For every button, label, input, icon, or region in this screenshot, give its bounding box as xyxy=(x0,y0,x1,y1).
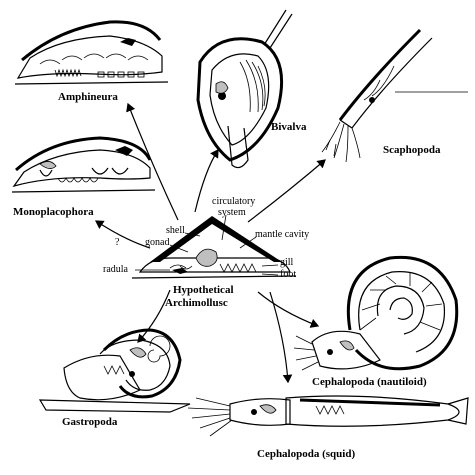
arrow-to-squid xyxy=(269,291,293,384)
label-shell: shell xyxy=(166,225,185,236)
archimollusc-leaders xyxy=(135,214,279,276)
arrow-to-nautiloid xyxy=(257,291,320,328)
label-cephalopoda-nautiloid: Cephalopoda (nautiloid) xyxy=(312,376,427,388)
label-gastropoda: Gastropoda xyxy=(62,416,118,428)
label-bivalva: Bivalva xyxy=(271,121,307,133)
label-gill: gill xyxy=(280,257,294,268)
label-circulatory-2: system xyxy=(218,207,246,218)
amphineura-drawing xyxy=(14,20,169,85)
label-amphineura: Amphineura xyxy=(58,91,118,103)
arrow-to-monoplacophora xyxy=(94,220,151,249)
label-foot: foot xyxy=(280,269,296,280)
arrow-to-bivalva xyxy=(194,148,219,213)
label-hypothetical: Hypothetical xyxy=(173,284,234,296)
label-scaphopoda: Scaphopoda xyxy=(383,144,441,156)
nautiloid-drawing xyxy=(293,255,459,371)
arrow-to-amphineura xyxy=(126,102,179,221)
label-question: ? xyxy=(115,237,120,248)
label-mantle-cavity: mantle cavity xyxy=(255,229,309,240)
evolution-arrows xyxy=(94,102,326,384)
label-circulatory-1: circulatory xyxy=(212,196,255,207)
archimollusc-drawing xyxy=(131,216,297,279)
arrow-to-gastropoda xyxy=(137,289,171,343)
scaphopoda-drawing xyxy=(321,28,468,163)
squid-drawing xyxy=(187,395,469,437)
gastropoda-drawing xyxy=(38,328,191,413)
label-cephalopoda-squid: Cephalopoda (squid) xyxy=(257,448,355,460)
label-radula: radula xyxy=(103,264,129,275)
bivalva-drawing xyxy=(196,9,293,169)
label-monoplacophora: Monoplacophora xyxy=(13,206,94,218)
label-gonad: gonad xyxy=(145,237,169,248)
arrow-to-scaphopoda xyxy=(247,159,326,223)
label-archimollusc: Archimollusc xyxy=(165,297,228,309)
monoplacophora-drawing xyxy=(11,136,156,193)
